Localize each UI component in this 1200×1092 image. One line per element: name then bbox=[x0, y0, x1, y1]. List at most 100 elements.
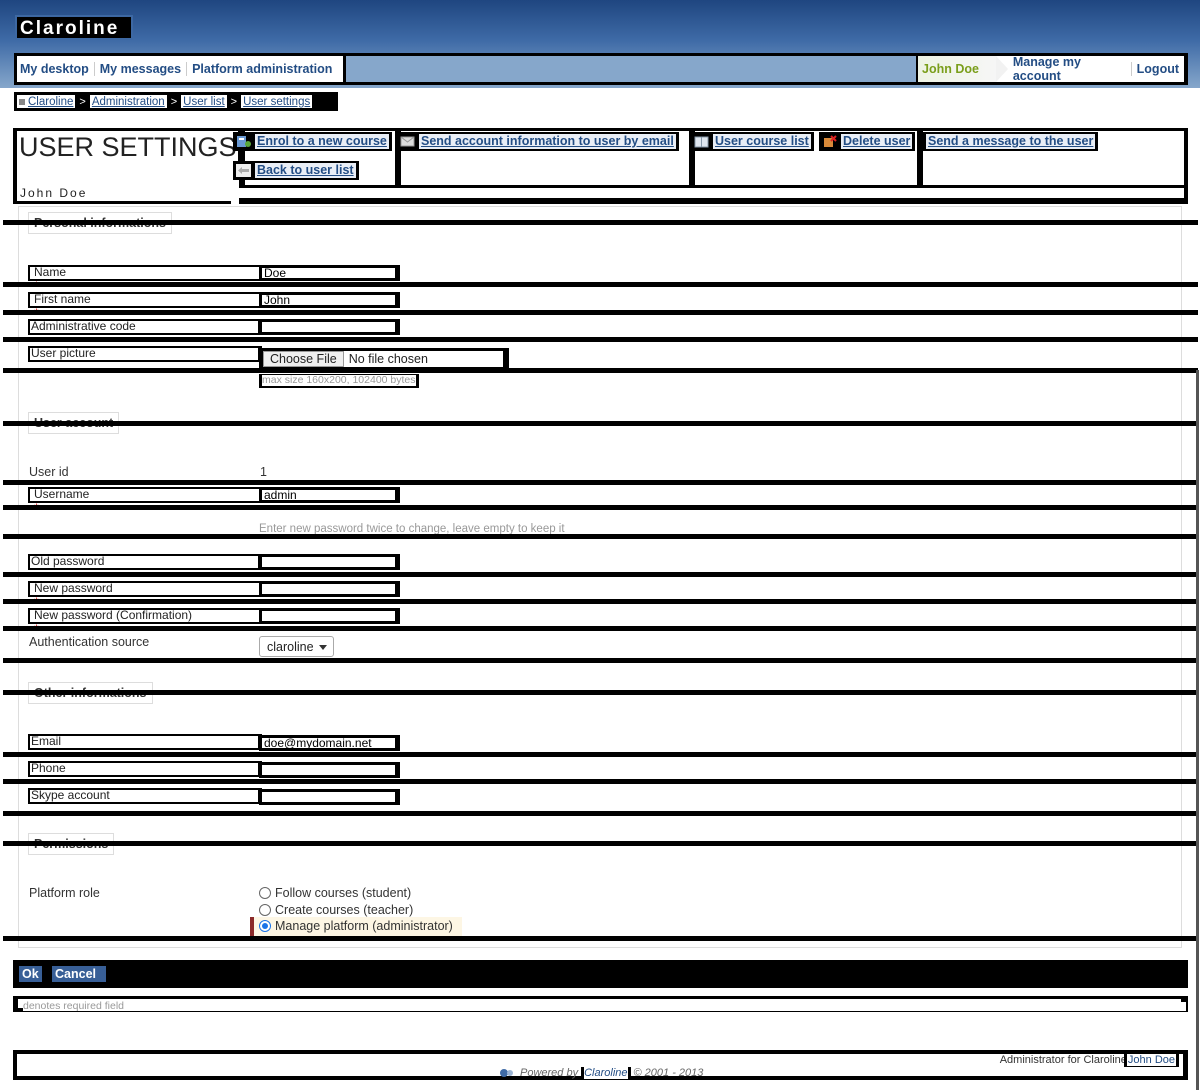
toolbar-strip bbox=[230, 188, 1184, 198]
row-divider bbox=[3, 337, 1198, 342]
row-divider bbox=[3, 752, 1198, 757]
no-file-chosen-text: No file chosen bbox=[348, 352, 428, 366]
new-password-confirmation-field[interactable] bbox=[259, 608, 400, 624]
administrator-for-text: Administrator for Claroline : bbox=[999, 1054, 1133, 1066]
radio-button[interactable] bbox=[259, 904, 271, 916]
platform-role-label: Platform role bbox=[29, 886, 100, 900]
authentication-source-select[interactable]: claroline bbox=[259, 636, 334, 657]
row-divider bbox=[3, 310, 1198, 315]
new-password-confirmation-label: New password (Confirmation) * bbox=[28, 608, 262, 636]
scrollbar-edge[interactable] bbox=[1196, 370, 1199, 1090]
required-field-note: * denotes required field bbox=[18, 999, 1186, 1011]
user-picture-label: User picture bbox=[28, 346, 262, 362]
new-password-field[interactable] bbox=[259, 581, 400, 597]
delete-user-tool[interactable]: Delete user bbox=[819, 132, 916, 151]
radio-button[interactable] bbox=[259, 887, 271, 899]
footer-inner: Administrator for Claroline : John Doe P… bbox=[17, 1054, 1183, 1079]
username-label: Username * bbox=[28, 487, 262, 515]
row-divider bbox=[3, 220, 1198, 225]
breadcrumb: Claroline > Administration > User list >… bbox=[14, 92, 338, 111]
skype-account-label: Skype account bbox=[28, 788, 262, 804]
powered-by-claroline-link[interactable]: Claroline bbox=[581, 1067, 631, 1079]
nav-spacer bbox=[346, 56, 916, 82]
picture-hint-box: max size 160x200, 102400 bytes bbox=[259, 374, 419, 388]
current-user-name: John Doe bbox=[918, 56, 1008, 82]
row-divider bbox=[3, 534, 1198, 539]
top-navbar: My desktop My messages Platform administ… bbox=[14, 53, 1188, 85]
row-divider bbox=[3, 936, 1198, 941]
breadcrumb-item-user-list[interactable]: User list bbox=[181, 95, 227, 108]
nav-logout[interactable]: Logout bbox=[1130, 62, 1184, 76]
username-field[interactable] bbox=[259, 487, 400, 503]
nav-platform-administration[interactable]: Platform administration bbox=[186, 62, 337, 76]
row-divider bbox=[3, 811, 1198, 816]
selected-role-highlight bbox=[250, 917, 462, 936]
nav-right: John Doe Manage my account Logout bbox=[918, 55, 1184, 83]
role-radio-student[interactable]: Follow courses (student) bbox=[259, 886, 411, 900]
authentication-source-label: Authentication source bbox=[29, 635, 150, 649]
form-frame bbox=[18, 206, 1182, 948]
required-note-bar: * denotes required field bbox=[13, 996, 1188, 1012]
name-label: Name * bbox=[28, 265, 262, 293]
row-divider bbox=[3, 658, 1198, 663]
claroline-logo[interactable]: Claroline bbox=[15, 15, 133, 40]
role-radio-administrator[interactable]: Manage platform (administrator) bbox=[259, 919, 453, 933]
row-divider bbox=[3, 779, 1198, 784]
role-radio-teacher[interactable]: Create courses (teacher) bbox=[259, 903, 413, 917]
breadcrumb-separator: > bbox=[230, 95, 238, 108]
ok-button[interactable]: Ok bbox=[19, 966, 42, 982]
email-icon bbox=[400, 135, 415, 148]
administrative-code-field[interactable] bbox=[259, 319, 400, 335]
choose-file-button[interactable]: Choose File bbox=[263, 351, 344, 367]
breadcrumb-item-user-settings[interactable]: User settings bbox=[241, 95, 313, 108]
first-name-field[interactable] bbox=[259, 292, 400, 308]
header-banner: Claroline My desktop My messages Platfor… bbox=[0, 0, 1200, 88]
course-list-icon bbox=[694, 135, 709, 148]
back-to-user-list-tool[interactable]: Back to user list bbox=[233, 161, 359, 180]
breadcrumb-separator: > bbox=[79, 95, 86, 108]
phone-field[interactable] bbox=[259, 762, 400, 778]
row-divider bbox=[3, 841, 1198, 846]
first-name-label: First name * bbox=[28, 292, 262, 320]
row-divider bbox=[3, 421, 1198, 426]
page-subtitle: John Doe bbox=[20, 186, 88, 200]
row-divider bbox=[3, 599, 1198, 604]
password-change-hint: Enter new password twice to change, leav… bbox=[259, 523, 565, 535]
breadcrumb-item-administration[interactable]: Administration bbox=[89, 95, 167, 108]
radio-button-checked[interactable] bbox=[259, 920, 271, 932]
skype-account-field[interactable] bbox=[259, 789, 400, 805]
picture-size-hint: max size 160x200, 102400 bytes bbox=[262, 374, 416, 386]
row-divider bbox=[3, 368, 1198, 373]
breadcrumb-item-home[interactable]: Claroline bbox=[17, 95, 76, 108]
page-title-box: USER SETTINGS bbox=[17, 131, 238, 185]
home-icon bbox=[19, 98, 25, 105]
old-password-field[interactable] bbox=[259, 554, 400, 570]
nav-left: My desktop My messages Platform administ… bbox=[17, 56, 343, 82]
email-field[interactable] bbox=[259, 735, 400, 751]
new-password-label: New password * bbox=[28, 581, 262, 609]
user-picture-file-input[interactable]: Choose File No file chosen bbox=[259, 348, 509, 370]
row-divider bbox=[3, 505, 1198, 510]
breadcrumb-separator: > bbox=[170, 95, 178, 108]
claroline-small-icon bbox=[500, 1068, 514, 1078]
row-divider bbox=[3, 480, 1198, 485]
nav-my-desktop[interactable]: My desktop bbox=[20, 62, 89, 76]
email-label: Email bbox=[28, 734, 262, 750]
send-message-tool[interactable]: Send a message to the user bbox=[923, 132, 1099, 151]
footer-admin-name[interactable]: John Doe bbox=[1123, 1054, 1179, 1067]
page-subtitle-box: John Doe bbox=[17, 185, 232, 201]
form-buttons-bar: Ok Cancel bbox=[13, 960, 1188, 988]
row-divider bbox=[3, 690, 1198, 695]
send-account-info-tool[interactable]: Send account information to user by emai… bbox=[397, 132, 679, 151]
delete-user-icon bbox=[822, 135, 837, 148]
enrol-course-tool[interactable]: Enrol to a new course bbox=[233, 132, 392, 151]
nav-manage-account[interactable]: Manage my account bbox=[1012, 55, 1081, 83]
user-id-label: User id bbox=[29, 465, 69, 479]
user-id-value: 1 bbox=[260, 465, 267, 479]
nav-my-messages[interactable]: My messages bbox=[93, 62, 186, 76]
user-course-list-tool[interactable]: User course list bbox=[691, 132, 814, 151]
back-arrow-icon bbox=[236, 164, 251, 177]
name-field[interactable] bbox=[259, 265, 400, 281]
cancel-button[interactable]: Cancel bbox=[52, 966, 106, 982]
row-divider bbox=[3, 282, 1198, 287]
